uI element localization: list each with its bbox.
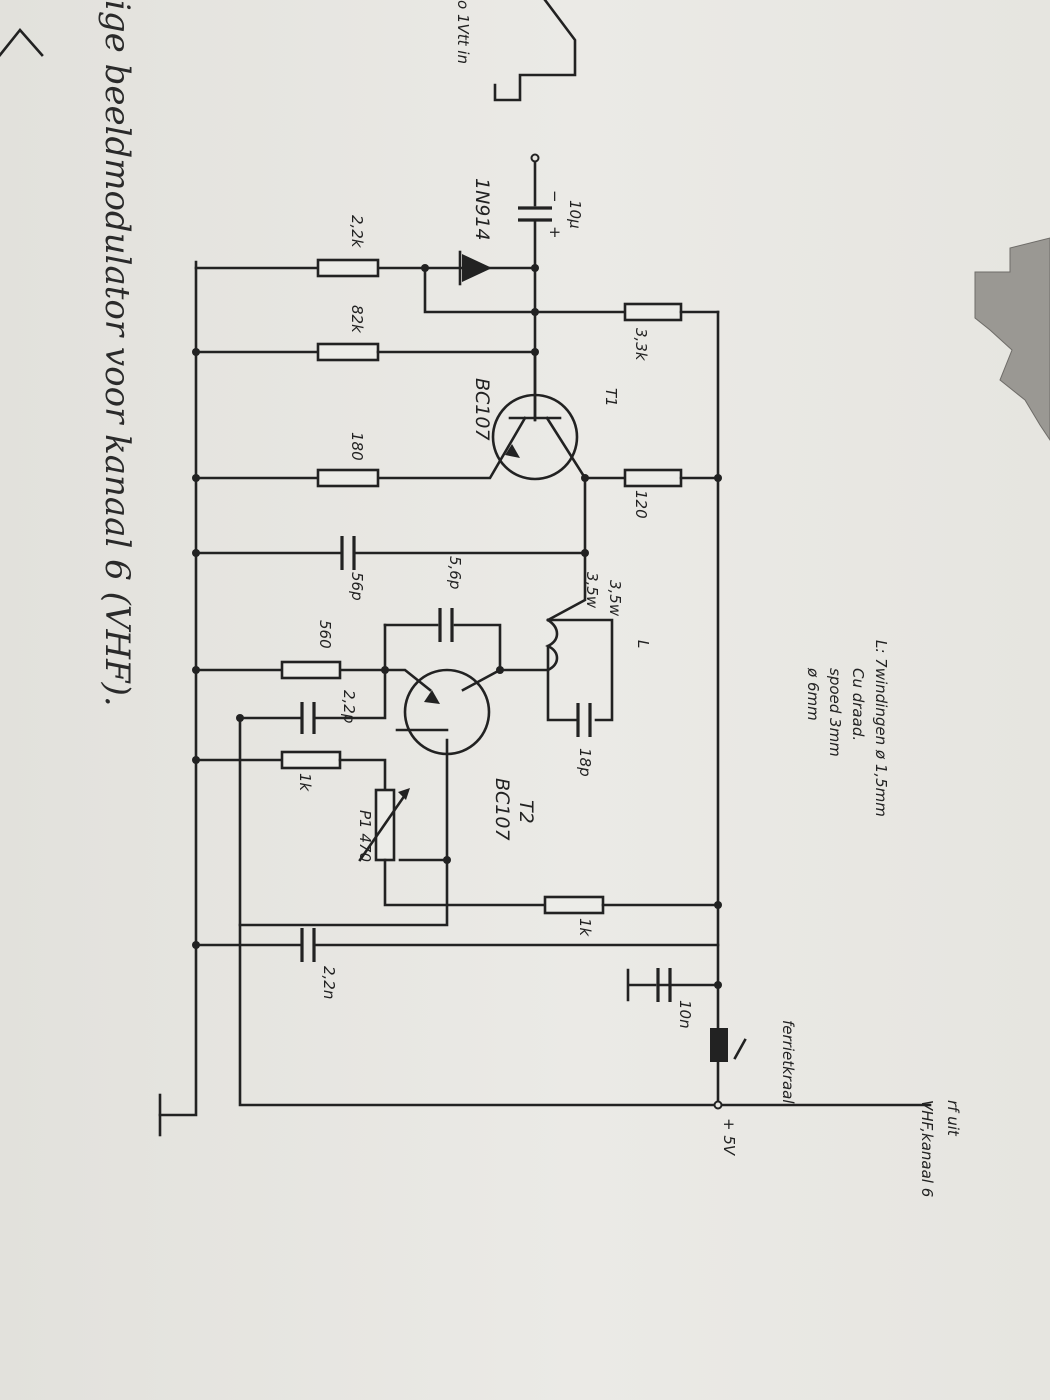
capacitor-5-6p [438, 608, 454, 642]
coil-note-1: L: 7windingen ø 1,5mm [872, 640, 890, 817]
label-r-82k: 82k [348, 305, 366, 334]
output-label-1: rf uit [944, 1100, 962, 1137]
label-c-2-2n: 2,2n [320, 966, 338, 999]
capacitor-18p [576, 703, 592, 737]
input-terminal [530, 153, 540, 163]
t1-emitter-arrow [505, 444, 520, 458]
coil-note-4: ø 6mm [804, 667, 822, 721]
capacitor-56p [340, 536, 356, 570]
photo-fragment [974, 237, 1050, 441]
diode-label: 1N914 [471, 178, 493, 241]
waveform-pulse-icon [0, 27, 44, 57]
output-label-2: VHF,kanaal 6 [918, 1100, 936, 1197]
label-r-1k-b: 1k [576, 918, 594, 938]
diode-1n914 [462, 254, 492, 282]
input-waveform-icon [493, 0, 577, 102]
ferrite-bead [710, 1028, 728, 1062]
resistor-2-2k [316, 258, 380, 278]
junction-dots [192, 264, 722, 989]
resistor-1k-b [543, 895, 605, 915]
t1-name: T1 [602, 388, 620, 407]
label-r-180: 180 [348, 432, 366, 461]
t2-emitter-arrow [424, 690, 440, 704]
ground-rail [158, 260, 198, 1117]
label-c-56p: 56p [348, 572, 366, 601]
label-r-1k-a: 1k [296, 773, 314, 793]
label-c-10n: 10n [676, 1000, 694, 1029]
coil-name: L [634, 640, 652, 648]
label-r-120: 120 [632, 490, 650, 519]
coil-note-2: Cu draad. [849, 668, 867, 741]
coil-l [545, 618, 580, 722]
supply-label: + 5V [720, 1118, 738, 1157]
label-c-2-2p: 2,2p [340, 690, 358, 723]
coil-note-3: spoed 3mm [826, 668, 844, 757]
coil-winding-2: 3,5w [583, 572, 601, 609]
t2-type: BC107 [491, 778, 513, 841]
label-r-3-3k: 3,3k [632, 328, 650, 362]
capacitor-2-2n [300, 928, 316, 962]
input-label: o 1Vtt in [454, 0, 472, 64]
label-c-in: 10μ [566, 200, 584, 229]
capacitor-10n [656, 968, 672, 1002]
coil-winding-1: 3,5w [606, 580, 624, 617]
label-p1: P1 470 [356, 810, 374, 862]
resistor-3-3k [623, 302, 683, 322]
label-r-560: 560 [316, 620, 334, 649]
supply-terminal [713, 1100, 723, 1110]
input-capacitor [518, 206, 552, 222]
resistor-560 [280, 660, 342, 680]
resistor-1k-a [280, 750, 342, 770]
cap-plus-mark: + [546, 226, 564, 239]
caption: ige beeldmodulator voor kanaal 6 (VHF). [97, 0, 137, 707]
t1-type: BC107 [471, 378, 493, 441]
label-r-2-2k: 2,2k [348, 215, 366, 249]
resistor-180 [316, 468, 380, 488]
resistor-120 [623, 468, 683, 488]
cap-minus-mark: − [546, 190, 564, 203]
t2-name: T2 [515, 800, 537, 824]
ferrite-label: ferrietkraal [779, 1020, 797, 1104]
resistor-82k [316, 342, 380, 362]
label-c-18p: 18p [576, 748, 594, 777]
capacitor-2-2p [300, 702, 316, 734]
label-c-5-6p: 5,6p [446, 556, 464, 589]
